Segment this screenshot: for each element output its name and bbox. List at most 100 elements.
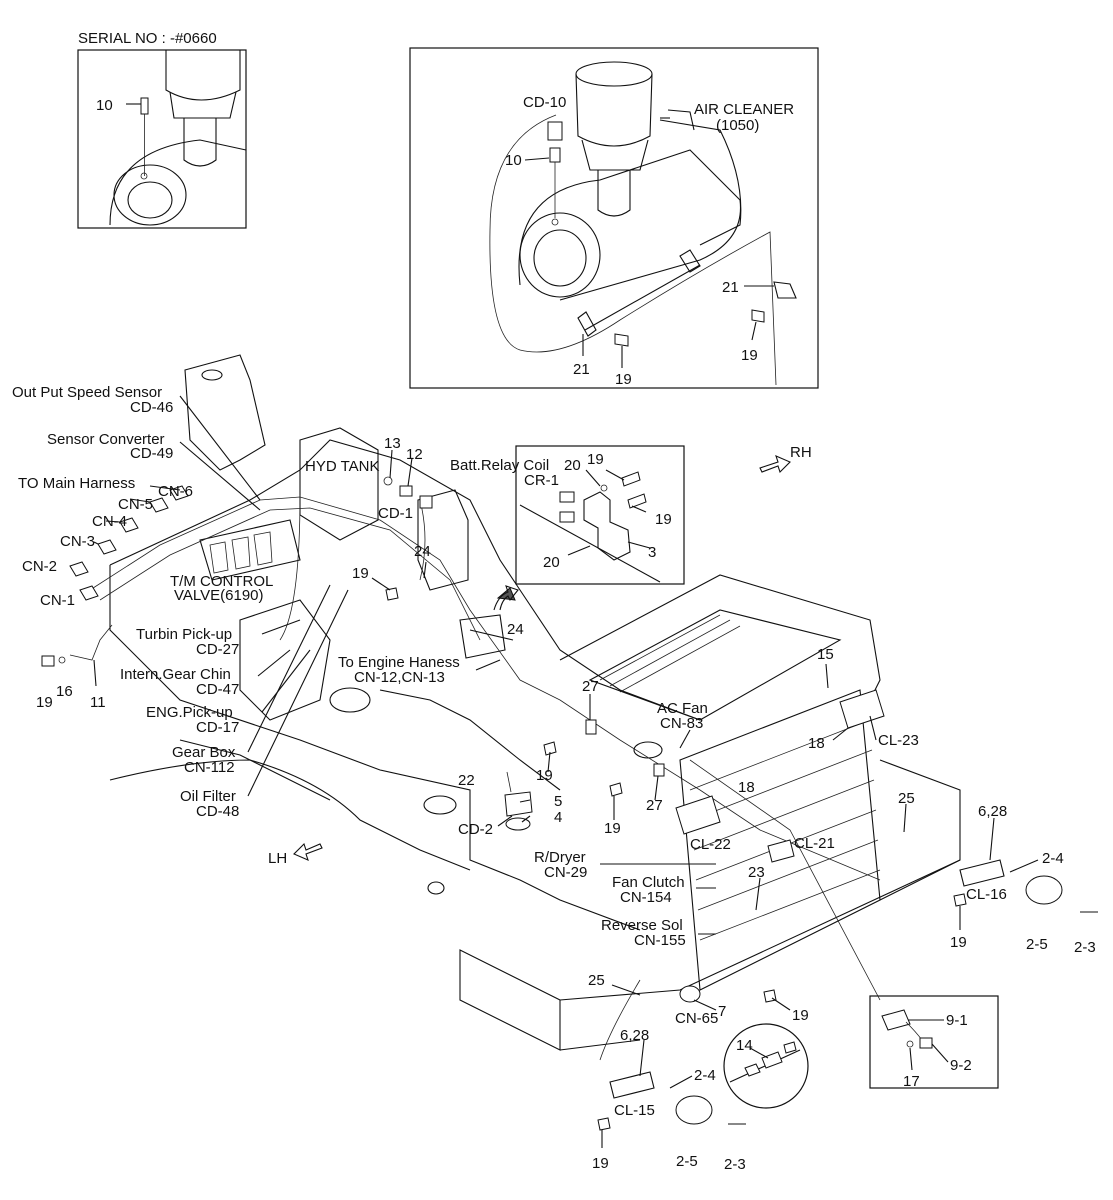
callout-27-upper: 27 <box>582 678 599 695</box>
callout-14: 14 <box>736 1037 753 1054</box>
label-cl-23: CL-23 <box>878 732 919 749</box>
label-cl-22: CL-22 <box>690 836 731 853</box>
callout-6-28-right: 6,28 <box>978 803 1007 820</box>
callout-17: 17 <box>903 1073 920 1090</box>
callout-20-top: 20 <box>564 457 581 474</box>
label-cd-27: CD-27 <box>196 641 239 658</box>
callout-15: 15 <box>817 646 834 663</box>
callout-2-5-right: 2-5 <box>1026 936 1048 953</box>
callout-9-1: 9-1 <box>946 1012 968 1029</box>
inset-air-cleaner-frame <box>409 47 819 389</box>
callout-24-lower: 24 <box>507 621 524 638</box>
label-cn-5: CN-5 <box>118 496 153 513</box>
callout-21-left: 21 <box>573 361 590 378</box>
label-cl-21: CL-21 <box>794 835 835 852</box>
inset-batt-relay <box>515 445 685 585</box>
callout-19-lower-mid: 19 <box>604 820 621 837</box>
label-intern-gear-chin: Intern.Gear Chin <box>120 666 231 683</box>
leader-lines <box>93 395 1039 1148</box>
callout-25-left: 25 <box>588 972 605 989</box>
callout-4: 4 <box>554 809 562 826</box>
label-to-main-harness: TO Main Harness <box>18 475 135 492</box>
callout-27-lower: 27 <box>646 797 663 814</box>
label-turbin-pickup: Turbin Pick-up <box>136 626 232 643</box>
label-air-cleaner: AIR CLEANER <box>694 101 794 118</box>
label-oil-filter: Oil Filter <box>180 788 236 805</box>
callout-2-3-right: 2-3 <box>1074 939 1096 956</box>
label-batt-relay-coil: Batt.Relay Coil <box>450 457 549 474</box>
label-cn-4: CN-4 <box>92 513 127 530</box>
callout-19-relay-right: 19 <box>655 511 672 528</box>
label-cl-15: CL-15 <box>614 1102 655 1119</box>
callout-18-lower: 18 <box>738 779 755 796</box>
callout-3: 3 <box>648 544 656 561</box>
label-air-cleaner-number: (1050) <box>716 117 759 134</box>
callout-19-relay-top: 19 <box>587 451 604 468</box>
label-fan-clutch: Fan Clutch <box>612 874 685 891</box>
label-lh: LH <box>268 850 287 867</box>
callout-2-4-left: 2-4 <box>694 1067 716 1084</box>
callout-12: 12 <box>406 446 423 463</box>
inset-batt-relay-frame <box>515 445 685 585</box>
inset-connector-detail <box>869 995 999 1089</box>
callout-20-bottom: 20 <box>543 554 560 571</box>
callout-10-inset2: 10 <box>505 152 522 169</box>
label-cn-2: CN-2 <box>22 558 57 575</box>
label-cd-1: CD-1 <box>378 505 413 522</box>
label-ac-fan: AC Fan <box>657 700 708 717</box>
label-cd-48: CD-48 <box>196 803 239 820</box>
label-gear-box: Gear Box <box>172 744 236 761</box>
callout-19-left: 19 <box>615 371 632 388</box>
label-cn-3: CN-3 <box>60 533 95 550</box>
callout-6-28-left: 6,28 <box>620 1027 649 1044</box>
main-frame-drawing <box>41 354 881 931</box>
label-cn-65: CN-65 <box>675 1010 718 1027</box>
callout-2-4-right: 2-4 <box>1042 850 1064 867</box>
serial-number-label: SERIAL NO : -#0660 <box>78 30 217 47</box>
label-valve-6190: VALVE(6190) <box>174 587 264 604</box>
callout-18-upper: 18 <box>808 735 825 752</box>
callout-2-3-left: 2-3 <box>724 1156 746 1173</box>
callout-19-right-lower: 19 <box>950 934 967 951</box>
radiator-drawing <box>293 455 1098 1131</box>
label-eng-pickup: ENG.Pick-up <box>146 704 233 721</box>
label-cn-12-13: CN-12,CN-13 <box>354 669 445 686</box>
callout-24-upper: 24 <box>414 543 431 560</box>
label-output-speed-sensor: Out Put Speed Sensor <box>12 384 162 401</box>
callout-19-mid: 19 <box>536 767 553 784</box>
label-cd-2: CD-2 <box>458 821 493 838</box>
label-r-dryer: R/Dryer <box>534 849 586 866</box>
label-cn-112: CN-112 <box>184 759 235 776</box>
label-cd-47: CD-47 <box>196 681 239 698</box>
label-rh: RH <box>790 444 812 461</box>
label-to-engine-harness: To Engine Haness <box>338 654 460 671</box>
label-sensor-converter: Sensor Converter <box>47 431 165 448</box>
callout-5: 5 <box>554 793 562 810</box>
inset-connector-frame <box>869 995 999 1089</box>
label-cn-29: CN-29 <box>544 864 587 881</box>
callout-19-right: 19 <box>741 347 758 364</box>
callout-9-2: 9-2 <box>950 1057 972 1074</box>
label-cn-1: CN-1 <box>40 592 75 609</box>
callout-25-right: 25 <box>898 790 915 807</box>
label-cn-6: CN-6 <box>158 483 193 500</box>
inset-circle-detail <box>723 1023 809 1109</box>
label-cd-46: CD-46 <box>130 399 173 416</box>
callout-19-left: 19 <box>36 694 53 711</box>
label-cr-1: CR-1 <box>524 472 559 489</box>
callout-2-5-left: 2-5 <box>676 1153 698 1170</box>
callout-19-right-bottom: 19 <box>792 1007 809 1024</box>
callout-23: 23 <box>748 864 765 881</box>
callout-22: 22 <box>458 772 475 789</box>
label-cd-49: CD-49 <box>130 445 173 462</box>
label-cn-155: CN-155 <box>634 932 686 949</box>
callout-10-inset1: 10 <box>96 97 113 114</box>
label-tm-control: T/M CONTROL <box>170 573 273 590</box>
inset-air-cleaner <box>409 47 819 389</box>
callout-19-center: 19 <box>352 565 369 582</box>
inset-serial-detail <box>77 49 247 229</box>
callout-19-bottom: 19 <box>592 1155 609 1172</box>
callout-21-right: 21 <box>722 279 739 296</box>
label-cl-16: CL-16 <box>966 886 1007 903</box>
